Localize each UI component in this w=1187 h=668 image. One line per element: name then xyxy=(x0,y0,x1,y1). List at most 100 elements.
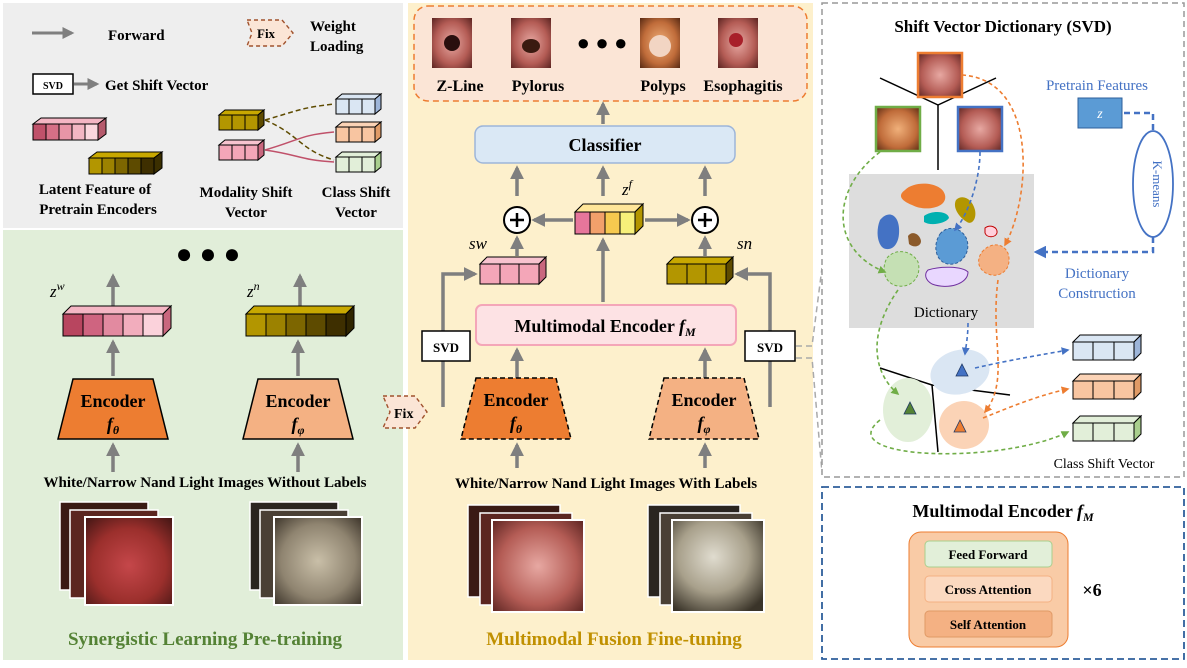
class-image-pylorus-opening xyxy=(522,39,540,53)
pretrain-encoder-phi: Encoder fφ xyxy=(242,378,354,440)
legend-background xyxy=(3,3,403,228)
z-n-label: zn xyxy=(246,279,260,301)
dictionary-label: Dictionary xyxy=(914,305,979,321)
svd-zoom-connector-lower xyxy=(796,357,823,473)
pretrain-title: Synergistic Learning Pre-training xyxy=(68,629,343,650)
class-shift-vector-label: Class Shift Vector xyxy=(1054,457,1155,472)
sw-feature-stack xyxy=(478,255,548,286)
legend-latent-label-2: Pretrain Encoders xyxy=(39,202,157,218)
z-feature-label: z xyxy=(1096,107,1103,122)
modality-shift-pink-icon xyxy=(217,138,266,162)
class-label-pylorus: Pylorus xyxy=(512,78,564,95)
left-plus-icon xyxy=(503,206,531,234)
pretrain-images-caption: White/Narrow Nand Light Images Without L… xyxy=(44,475,367,491)
feed-forward-box xyxy=(924,540,1053,568)
class-label-polyps: Polyps xyxy=(640,78,685,95)
cluster-green-main xyxy=(883,251,920,287)
fix-label: Fix xyxy=(394,407,413,422)
triangle-orange-icon xyxy=(953,419,967,433)
finetune-title: Multimodal Fusion Fine-tuning xyxy=(486,629,742,650)
class-shift-green-icon xyxy=(334,150,383,174)
svd-right-box xyxy=(744,330,796,362)
pretrain-ellipsis: ● ● ● xyxy=(176,239,241,270)
legend-svd-label: SVD xyxy=(43,81,63,92)
fix-arrow-icon xyxy=(381,395,428,429)
finetune-images-caption: White/Narrow Nand Light Images With Labe… xyxy=(455,476,757,492)
svd-zoom-connector xyxy=(796,267,823,347)
class-ellipsis: ● ● ● xyxy=(577,30,628,55)
triangle-blue-icon xyxy=(955,363,969,377)
svd-left-route xyxy=(441,267,478,407)
flow-green-out xyxy=(870,419,1070,455)
latent-feature-pink-icon xyxy=(31,117,108,141)
pretrain-features-label: Pretrain Features xyxy=(1046,78,1148,94)
triangle-green-icon xyxy=(903,401,917,415)
kmeans-label: K-means xyxy=(1150,161,1165,208)
bottom-partition-down xyxy=(931,384,939,453)
svd-sample-orange xyxy=(916,51,964,99)
legend-latent-label-1: Latent Feature of xyxy=(39,182,152,198)
svd-sample-blue xyxy=(956,105,1004,153)
cluster-brown xyxy=(908,233,921,247)
legend-get-shift-label: Get Shift Vector xyxy=(105,78,209,94)
legend-fix-label: Fix xyxy=(257,26,276,41)
cluster-orange-main xyxy=(978,244,1010,276)
svd-panel: Shift Vector Dictionary (SVD) Pretrain F… xyxy=(821,2,1185,478)
fix-arrow-icon xyxy=(245,19,294,47)
cross-attention-box xyxy=(924,575,1053,603)
pretrain-encoder-theta-symbol: fθ xyxy=(107,414,120,437)
pretrain-panel: ● ● ● zw zn Encoder fθ Encoder fφ xyxy=(3,230,403,660)
me-panel: Multimodal Encoder fM Feed Forward Cross… xyxy=(821,486,1185,660)
dict-construction-label-2: Construction xyxy=(1058,286,1136,302)
finetune-panel: ● ● ● Z-Line Pylorus Polyps Esophagitis … xyxy=(381,3,813,660)
legend-modality-label-1: Modality Shift xyxy=(200,185,293,201)
finetune-encoder-phi: Encoder fφ xyxy=(648,377,760,440)
finetune-wli-image-stack xyxy=(467,504,585,613)
legend-svd-box xyxy=(32,73,74,95)
class-image-polyps-lesion xyxy=(649,35,671,57)
flow-blue-down xyxy=(961,322,970,356)
class-label-zline: Z-Line xyxy=(436,78,483,95)
pretrain-wli-image-stack xyxy=(59,501,174,606)
class-image-esophagitis-lesion xyxy=(729,33,743,47)
svd-left-label: SVD xyxy=(433,340,459,355)
flow-blue-in xyxy=(953,151,981,232)
zn-feature-stack xyxy=(244,304,356,338)
link-pink-green xyxy=(264,149,335,163)
svd-right-label: SVD xyxy=(757,340,783,355)
class-image-zline-lumen xyxy=(444,35,460,51)
legend-panel: Forward Fix Weight Loading SVD Get Shift… xyxy=(3,3,403,228)
modality-shift-olive-icon xyxy=(217,108,266,132)
class-shift-orange-icon xyxy=(334,120,383,144)
zw-feature-stack xyxy=(61,304,173,338)
pretrain-nbi-image-stack xyxy=(249,501,363,606)
pretrain-encoder-theta: Encoder fθ xyxy=(57,378,169,440)
cross-attention-label: Cross Attention xyxy=(945,582,1033,597)
legend-class-label-2: Vector xyxy=(335,205,377,221)
link-olive-green xyxy=(264,119,335,161)
cluster-teal xyxy=(924,212,949,225)
cluster-purple xyxy=(925,266,969,287)
classifier-label: Classifier xyxy=(569,135,642,155)
self-attention-label: Self Attention xyxy=(950,617,1027,632)
svd-panel-title: Shift Vector Dictionary (SVD) xyxy=(894,17,1111,36)
svd-sample-green xyxy=(874,105,922,153)
pretrain-encoder-theta-label: Encoder xyxy=(81,391,146,411)
finetune-encoder-theta: Encoder fθ xyxy=(460,377,572,440)
zf-label: zf xyxy=(621,177,634,199)
flow-green-in xyxy=(842,151,887,274)
output-class-vector-orange xyxy=(1071,372,1143,401)
partition-line-left xyxy=(879,77,939,106)
output-class-vector-blue xyxy=(1071,333,1143,362)
flow-orange-down xyxy=(984,279,999,414)
sw-label: sw xyxy=(469,234,488,253)
svd-left-box xyxy=(421,330,471,362)
flow-orange-out xyxy=(982,386,1070,419)
flow-green-down xyxy=(876,289,900,396)
partition-line-right xyxy=(937,77,997,106)
pretrain-encoder-phi-symbol: fφ xyxy=(291,414,304,437)
legend-class-label-1: Class Shift xyxy=(322,185,391,201)
cluster-blue-left xyxy=(877,214,900,250)
self-attention-box xyxy=(924,610,1053,638)
